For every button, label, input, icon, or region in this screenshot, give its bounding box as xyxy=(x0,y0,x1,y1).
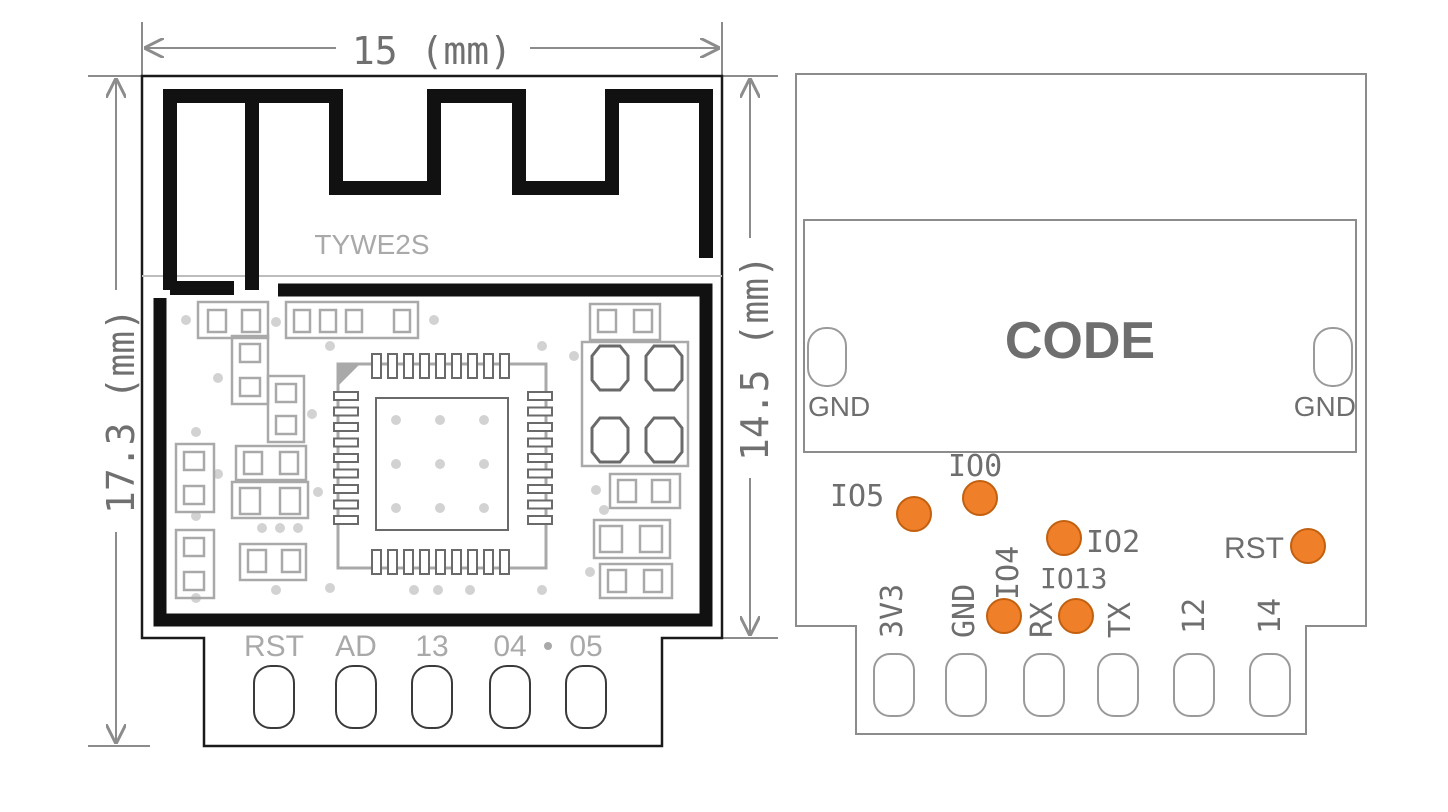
back-pin-label-tx: TX xyxy=(1103,602,1138,638)
chip-pin xyxy=(483,549,494,575)
test-pad-label-io0: IO0 xyxy=(948,449,1002,484)
chip-pin xyxy=(333,437,359,448)
chip-pin xyxy=(527,422,553,432)
back-pin-pad xyxy=(1173,653,1215,717)
test-pad-label-io2: IO2 xyxy=(1086,525,1140,560)
back-pin-pad xyxy=(1023,653,1065,717)
chip-pin xyxy=(451,549,462,575)
back-pin-label-gnd: GND xyxy=(947,584,982,638)
test-pad-label-io13: IO13 xyxy=(1040,562,1107,595)
total-height-label: 17.3 (mm) xyxy=(99,308,143,514)
passive-components xyxy=(174,300,690,600)
back-pin-label-12: 12 xyxy=(1177,598,1212,634)
chip-pin xyxy=(333,499,359,510)
test-pads xyxy=(896,480,1326,634)
chip-pins xyxy=(333,353,553,575)
module-name: TYWE2S xyxy=(314,229,429,260)
pin-label-13: 13 xyxy=(415,630,448,663)
front-pin-pads xyxy=(253,665,607,729)
chip-pin xyxy=(527,484,553,494)
chip-pin xyxy=(499,353,510,379)
chip-pin xyxy=(527,453,553,463)
chip-pin xyxy=(483,353,494,379)
chip-pin xyxy=(403,549,414,575)
width-dimension xyxy=(141,22,723,75)
antenna-trace xyxy=(163,89,713,295)
back-pin-pad xyxy=(1097,653,1139,717)
pin-label-04: 04 xyxy=(493,630,526,663)
pin-label-ad: AD xyxy=(335,630,377,663)
chip-pin xyxy=(527,515,553,525)
back-pin-label-3v3: 3V3 xyxy=(875,584,910,638)
test-pad-label-rst: RST xyxy=(1224,532,1284,565)
chip-pin xyxy=(527,391,553,401)
back-pin-pad xyxy=(1249,653,1291,717)
front-pin-pad xyxy=(335,665,377,729)
test-pad-io4 xyxy=(986,598,1022,634)
back-view: CODE GND GND IO5 IO0 IO2 RST IO13 IO4 3V… xyxy=(795,73,1367,735)
board-height-dimension xyxy=(722,75,778,639)
chip-pin xyxy=(419,549,430,575)
crystal-pads xyxy=(590,344,684,464)
chip-pin xyxy=(435,549,446,575)
chip-pin xyxy=(333,422,359,432)
code-area xyxy=(803,219,1357,453)
shield-outline xyxy=(153,283,713,627)
chip-pin xyxy=(419,353,430,379)
test-pad-io13 xyxy=(1058,598,1094,634)
chip-pin xyxy=(527,499,553,510)
gnd-label-right: GND xyxy=(1294,391,1356,422)
back-pin-pads xyxy=(873,653,1291,717)
chip-pin xyxy=(387,353,398,379)
test-pad-label-io4: IO4 xyxy=(991,546,1026,600)
chip-pin xyxy=(467,353,478,379)
component-dots xyxy=(181,315,609,603)
test-pad-io5 xyxy=(896,496,932,532)
chip-pin xyxy=(451,353,462,379)
chip-pin xyxy=(371,353,382,379)
module-outline xyxy=(140,74,724,748)
back-pin-label-14: 14 xyxy=(1253,598,1288,634)
chip-pin xyxy=(387,549,398,575)
back-outline xyxy=(795,73,1367,735)
back-pin-pad xyxy=(945,653,987,717)
chip-pin xyxy=(499,549,510,575)
chip-pin xyxy=(527,437,553,448)
chip-pin xyxy=(333,391,359,401)
chip-pin xyxy=(467,549,478,575)
gnd-pad-right xyxy=(1313,327,1353,387)
test-pad-label-io5: IO5 xyxy=(830,479,884,514)
gnd-pad-left xyxy=(807,327,847,387)
test-pad-rst xyxy=(1290,528,1326,564)
chip-pin xyxy=(527,406,553,417)
gnd-label-left: GND xyxy=(808,391,870,422)
front-pin-pad xyxy=(411,665,453,729)
chip-pin xyxy=(333,453,359,463)
pin-label-05: 05 xyxy=(569,630,602,663)
chip-pin xyxy=(527,468,553,479)
front-pin-pad xyxy=(489,665,531,729)
front-pin-pad xyxy=(253,665,295,729)
chip-pin xyxy=(371,549,382,575)
board-height-label: 14.5 (mm) xyxy=(733,255,777,461)
pin-label-rst: RST xyxy=(244,630,304,663)
width-label: 15 (mm) xyxy=(352,29,512,73)
chip-pin xyxy=(403,353,414,379)
front-pin-pad xyxy=(565,665,607,729)
test-pad-io2 xyxy=(1046,520,1082,556)
chip-pin xyxy=(435,353,446,379)
chip-pin xyxy=(333,468,359,479)
back-pin-label-rx: RX xyxy=(1025,602,1060,638)
chip-pin xyxy=(333,484,359,494)
code-label: CODE xyxy=(1005,312,1155,370)
pin-separator-dot xyxy=(544,642,552,650)
total-height-dimension xyxy=(88,75,150,747)
back-pin-pad xyxy=(873,653,915,717)
chip-pin xyxy=(333,515,359,525)
chip-pin xyxy=(333,406,359,417)
front-view: 15 (mm) 17.3 (mm) 14.5 (mm) TYWE2S xyxy=(88,22,778,748)
test-pad-io0 xyxy=(962,480,998,516)
